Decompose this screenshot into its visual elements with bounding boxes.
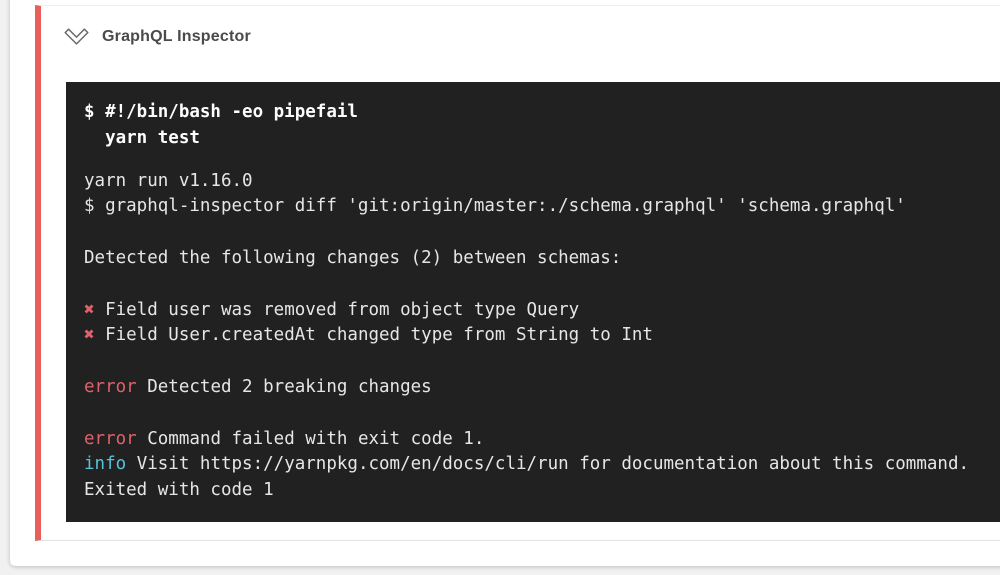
terminal-command-block: $ #!/bin/bash -eo pipefail yarn test [84, 100, 1000, 152]
terminal-output-line: error Detected 2 breaking changes [84, 376, 432, 397]
terminal-output-line: yarn run v1.16.0 [84, 170, 253, 191]
terminal-output-line: Detected the following changes (2) betwe… [84, 247, 622, 268]
terminal-blank-line [84, 401, 1000, 427]
terminal-blank-line [84, 349, 1000, 375]
terminal-output-line: info Visit https://yarnpkg.com/en/docs/c… [84, 454, 970, 475]
step-title: GraphQL Inspector [102, 28, 251, 45]
terminal-blank-line [84, 272, 1000, 298]
terminal-blank-line [84, 220, 1000, 246]
build-output-panel: GraphQL Inspector $ #!/bin/bash -eo pipe… [10, 0, 1000, 566]
terminal-output-line: ✖ Field user was removed from object typ… [84, 299, 580, 320]
chevron-double-down-icon[interactable] [63, 26, 90, 48]
terminal-output-line: $ graphql-inspector diff 'git:origin/mas… [84, 196, 906, 217]
terminal-output: $ #!/bin/bash -eo pipefail yarn test yar… [66, 82, 1000, 522]
build-step-card: GraphQL Inspector $ #!/bin/bash -eo pipe… [35, 5, 1000, 541]
terminal-command-line: yarn test [84, 127, 200, 148]
terminal-output-line: ✖ Field User.createdAt changed type from… [84, 325, 653, 346]
terminal-command-line: $ #!/bin/bash -eo pipefail [84, 102, 358, 122]
step-header-toggle[interactable]: GraphQL Inspector [41, 6, 1000, 48]
terminal-output-block: yarn run v1.16.0 $ graphql-inspector diff… [84, 169, 1000, 504]
chevron-double-down-icon-svg [64, 28, 89, 45]
terminal-output-line: Exited with code 1 [84, 480, 274, 501]
terminal-output-line: error Command failed with exit code 1. [84, 428, 485, 449]
